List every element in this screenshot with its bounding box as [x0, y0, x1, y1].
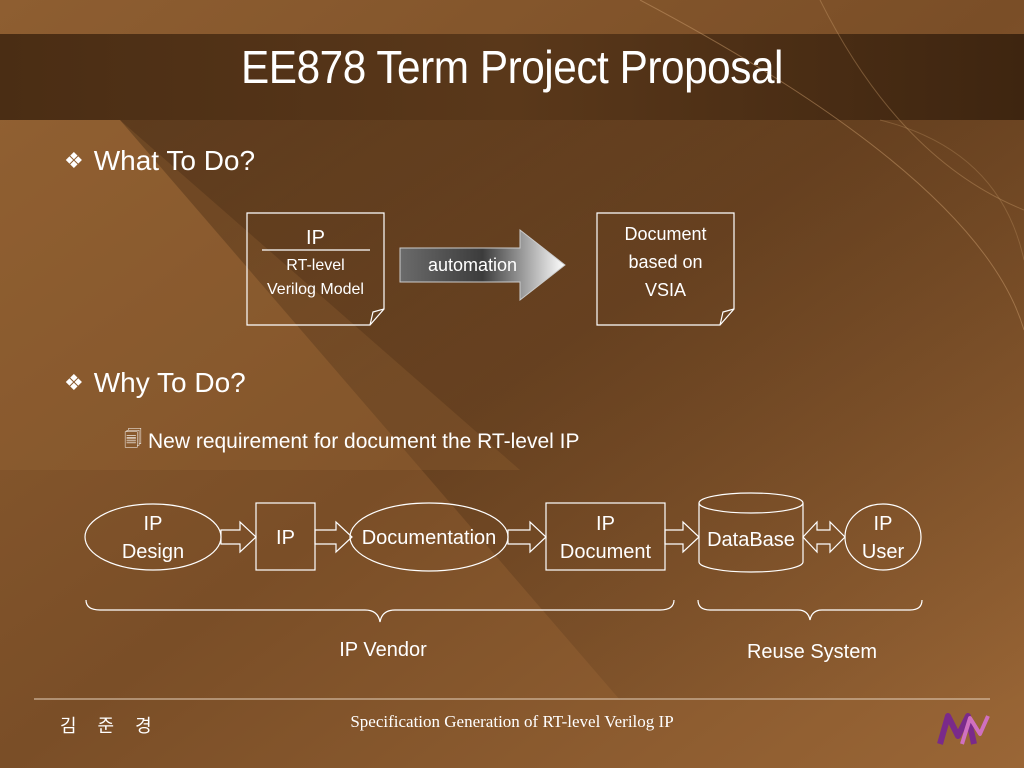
- reuse-system-label: Reuse System: [746, 641, 878, 663]
- ip-user-line2: User: [861, 541, 905, 563]
- section-why-to-do: ❖ Why To Do?: [64, 367, 246, 399]
- ip-vendor-label: IP Vendor: [339, 639, 427, 661]
- bidirectional-arrow: [802, 520, 846, 554]
- documentation-label: Documentation: [361, 527, 497, 549]
- ip-document-line2: Document: [559, 541, 652, 563]
- automation-arrow: [399, 228, 566, 302]
- diamond-bullet-icon: ❖: [64, 370, 84, 395]
- flow-arrow: [314, 520, 353, 554]
- slide-title: EE878 Term Project Proposal: [241, 41, 783, 93]
- ip-document-shape: [246, 212, 385, 326]
- flow-arrow: [507, 520, 547, 554]
- ip-doc-title: IP: [306, 227, 325, 249]
- vsia-document-shape: [596, 212, 735, 326]
- ip-label: IP: [276, 527, 295, 549]
- requirement-text: New requirement for document the RT-leve…: [147, 430, 580, 453]
- diamond-bullet-icon: ❖: [64, 148, 84, 173]
- footer-subtitle: Specification Generation of RT-level Ver…: [350, 712, 674, 731]
- database-cylinder: [698, 503, 804, 573]
- vsia-doc-line3: VSIA: [644, 280, 687, 300]
- reuse-brace: [697, 599, 923, 621]
- database-label: DataBase: [707, 529, 795, 551]
- ip-doc-line2: Verilog Model: [267, 281, 364, 298]
- flow-arrow: [664, 520, 700, 554]
- documents-icon: 🗐: [124, 429, 142, 449]
- ip-user-line1: IP: [873, 513, 893, 535]
- sms-lab-logo-icon: [937, 713, 990, 745]
- ip-design-line2: Design: [121, 541, 185, 563]
- vendor-brace: [85, 599, 675, 623]
- section-what-to-do: ❖ What To Do?: [64, 145, 255, 177]
- section-heading: Why To Do?: [93, 367, 246, 398]
- section-heading: What To Do?: [93, 145, 256, 176]
- vsia-doc-line2: based on: [628, 252, 703, 272]
- vsia-doc-line1: Document: [624, 224, 707, 244]
- author-name: 김 준 경: [60, 716, 160, 736]
- flow-arrow: [220, 520, 257, 554]
- automation-label: automation: [427, 255, 518, 275]
- ip-design-line1: IP: [143, 513, 163, 535]
- ip-document-line1: IP: [596, 513, 615, 535]
- ip-doc-line1: RT-level: [286, 257, 345, 274]
- requirement-item: 🗐 New requirement for document the RT-le…: [124, 427, 579, 457]
